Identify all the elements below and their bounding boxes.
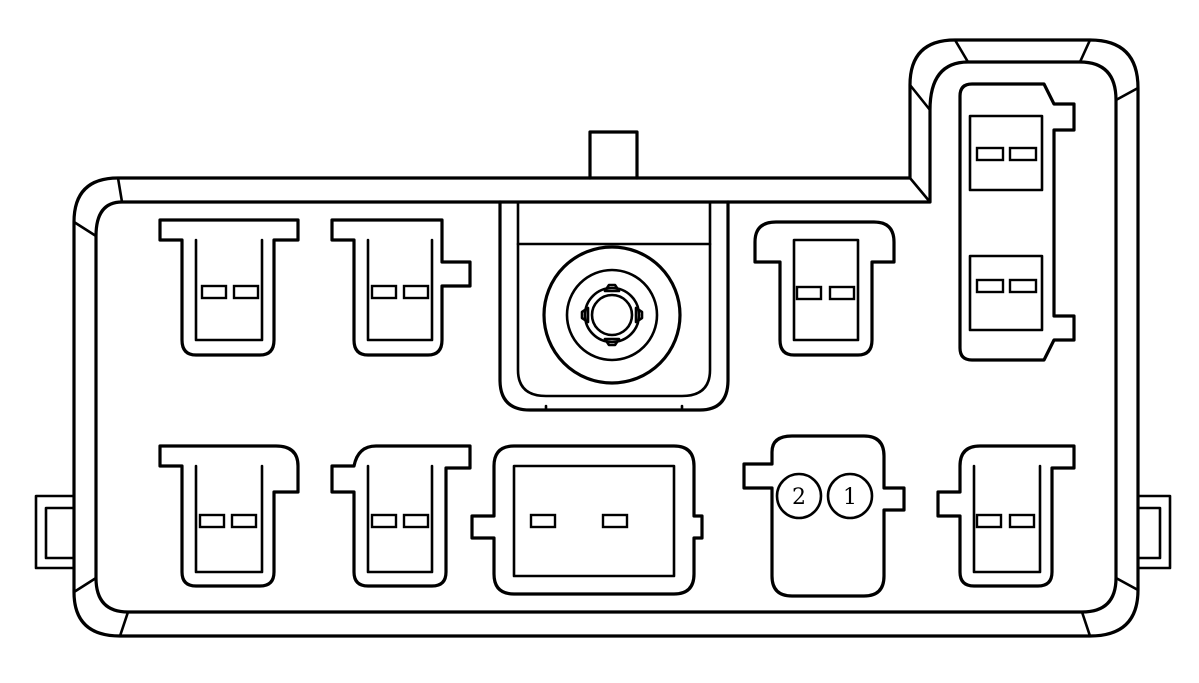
top-tab — [588, 130, 639, 180]
left-clip — [34, 494, 76, 570]
relay-top-2 — [330, 218, 472, 357]
center-socket — [498, 200, 730, 412]
terminal-2-circle — [775, 472, 823, 520]
relay-bottom-wide — [470, 444, 704, 596]
relay-bottom-5 — [936, 444, 1076, 588]
relay-bottom-1 — [158, 444, 300, 588]
two-pin-connector: 2 1 — [742, 434, 906, 598]
terminal-1-circle — [826, 472, 874, 520]
relay-right-tall — [958, 82, 1076, 362]
terminal-1-label: 1 — [843, 485, 857, 510]
relay-top-1 — [158, 218, 300, 357]
right-clip — [1136, 494, 1172, 570]
housing — [72, 38, 1140, 638]
terminal-2-label: 2 — [792, 485, 806, 510]
relay-top-4 — [753, 220, 896, 357]
relay-bottom-2 — [330, 444, 472, 588]
